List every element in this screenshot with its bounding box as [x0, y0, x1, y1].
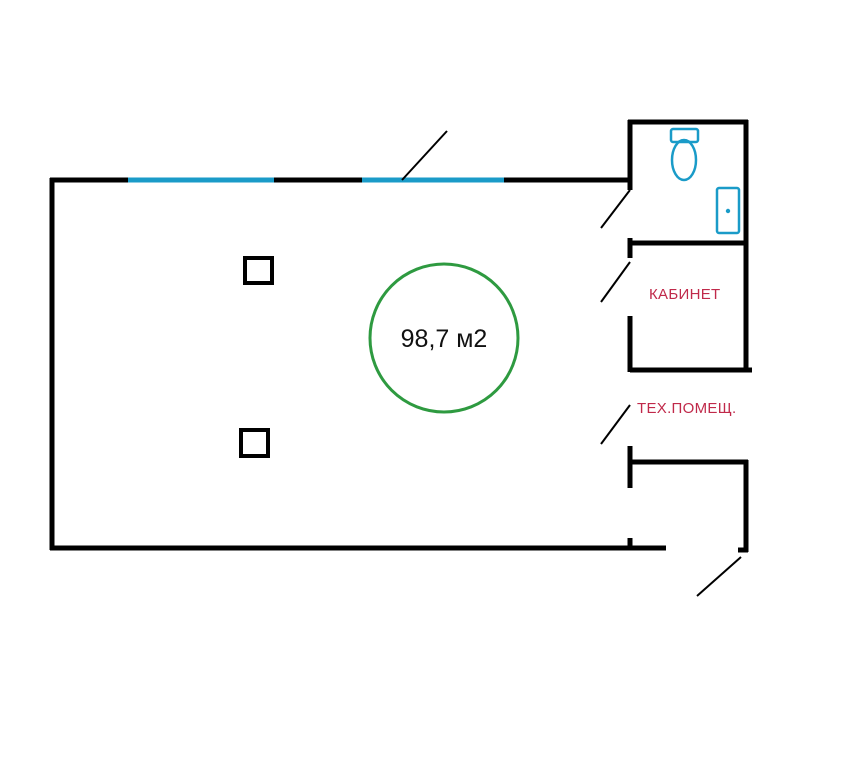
- area-marker: 98,7 м2: [368, 262, 520, 414]
- toilet-bowl: [670, 138, 698, 182]
- area-label: 98,7 м2: [401, 325, 488, 353]
- column-icon: [239, 428, 270, 458]
- toilet-tank: [669, 127, 700, 144]
- columns: [239, 256, 274, 458]
- side-rooms-walls: [627, 119, 752, 553]
- toilet-icon: [669, 127, 700, 182]
- side-doors: [600, 189, 742, 597]
- office-door-swing: [600, 261, 631, 303]
- area-circle: [368, 262, 520, 414]
- entrance-door-swing: [401, 130, 448, 181]
- sink-basin: [715, 186, 741, 235]
- exit-door-swing: [696, 556, 742, 597]
- tech-door-swing: [600, 404, 631, 445]
- column-icon: [243, 256, 274, 285]
- room-label-tech: ТЕХ.ПОМЕЩ.: [637, 400, 737, 417]
- sink-drain: [725, 208, 731, 214]
- sink-icon: [715, 186, 741, 235]
- wc-door-swing: [600, 189, 631, 229]
- room-label-office: КАБИНЕТ: [649, 286, 720, 303]
- main-hall-walls: [49, 177, 632, 551]
